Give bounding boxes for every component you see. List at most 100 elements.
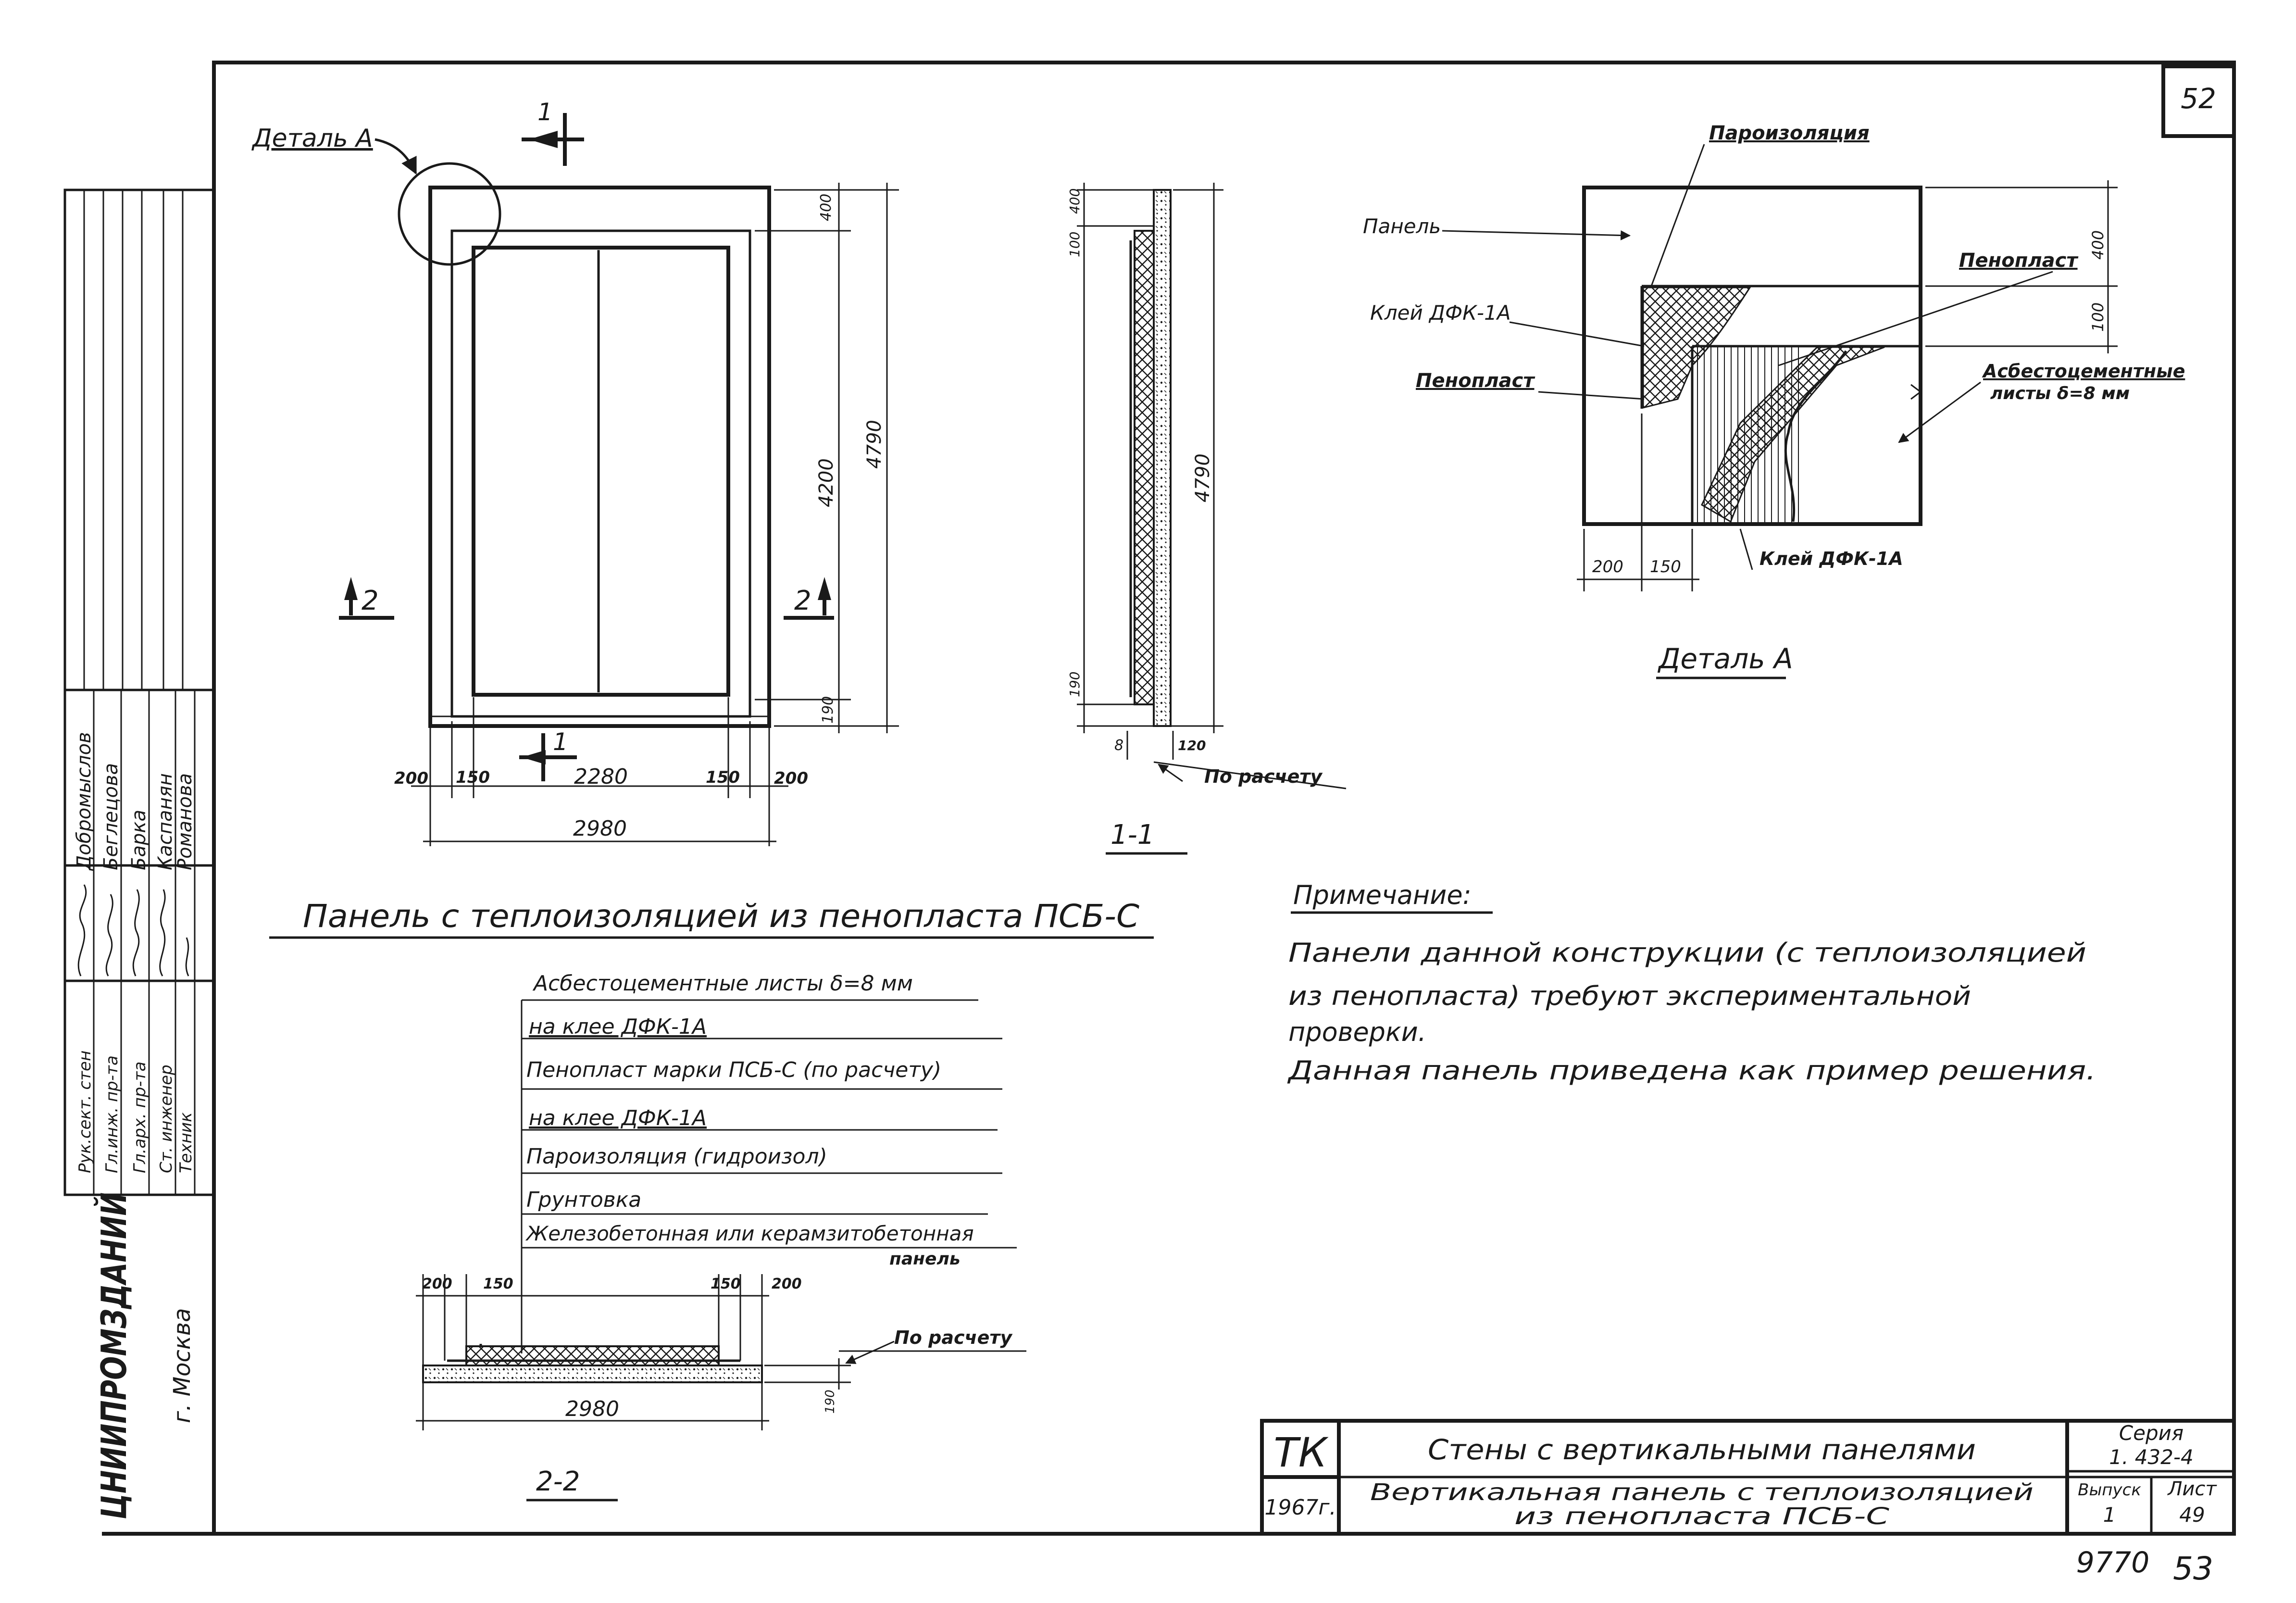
svg-text:1: 1	[537, 98, 553, 126]
section-2-2-note: По расчету	[894, 1327, 1013, 1348]
svg-text:2980: 2980	[573, 816, 627, 841]
title-sub-2: из пенопласта ПСБ-С	[1514, 1503, 1890, 1530]
svg-text:Пароизоляция: Пароизоляция	[1709, 122, 1870, 144]
note-line-1: Панели данной конструкции (с теплоизоляц…	[1288, 938, 2086, 968]
svg-text:2280: 2280	[574, 764, 628, 789]
section-1-1-label: 1-1	[1111, 819, 1154, 851]
svg-text:Асбестоцементные: Асбестоцементные	[1982, 361, 2185, 382]
svg-text:190: 190	[1067, 672, 1083, 697]
note-block: Примечание: Панели данной конструкции (с…	[1287, 880, 2096, 1086]
svg-text:100: 100	[1067, 232, 1083, 257]
stamp-name-2: Беглецова	[100, 763, 122, 870]
svg-text:Асбестоцементные листы δ=8 мм: Асбестоцементные листы δ=8 мм	[532, 971, 913, 996]
note-line-3: проверки.	[1288, 1017, 1426, 1047]
detail-a: Пароизоляция Панель Клей ДФК-1А Пеноплас…	[1363, 122, 2185, 679]
section-1-1-foam	[1134, 230, 1155, 705]
svg-text:150: 150	[456, 768, 490, 787]
section-2-2-foam	[465, 1345, 720, 1366]
stamp-signatures	[77, 884, 189, 977]
issue-label: Выпуск	[2078, 1480, 2141, 1500]
section-1-1-note: По расчету	[1204, 766, 1323, 787]
svg-text:1: 1	[553, 728, 568, 756]
svg-text:150: 150	[1650, 557, 1681, 576]
svg-text:Клей ДФК-1А: Клей ДФК-1А	[1370, 301, 1511, 325]
section-2-right-mark: 2	[784, 577, 834, 620]
svg-text:листы δ=8 мм: листы δ=8 мм	[1990, 384, 2130, 403]
sheet-number: 52	[2181, 82, 2216, 115]
sheet-value: 49	[2179, 1503, 2205, 1527]
note-heading: Примечание:	[1293, 880, 1472, 910]
title-tk: ТК	[1274, 1429, 1329, 1476]
stamp-organization: ЦНИИПРОМЗДАНИЙ	[94, 1192, 134, 1519]
svg-text:4790: 4790	[863, 420, 886, 469]
title-year: 1967г.	[1264, 1495, 1336, 1520]
svg-text:200: 200	[774, 769, 808, 788]
svg-text:200: 200	[1592, 557, 1623, 576]
section-2-2: Асбестоцементные листы δ=8 мм на клее ДФ…	[416, 971, 1026, 1502]
stamp-role-4: Ст. инженер	[157, 1064, 176, 1173]
svg-text:Пенопласт марки ПСБ-С (по расч: Пенопласт марки ПСБ-С (по расчету)	[526, 1058, 941, 1082]
panel-elevation: Деталь А 1 1 2 2	[251, 98, 1154, 939]
note-line-4: Данная панель приведена как пример решен…	[1287, 1055, 2096, 1086]
svg-text:190: 190	[820, 696, 836, 724]
section-1-1: 100 400 4790 190 8 120 По расчету 1-1	[1067, 183, 1347, 855]
section-1-1-concrete	[1153, 189, 1172, 727]
elevation-height-dims: 400 4200 4790 190	[755, 183, 899, 733]
svg-text:Пароизоляция (гидроизол): Пароизоляция (гидроизол)	[526, 1144, 827, 1169]
detail-a-title: Деталь А	[1657, 642, 1793, 675]
svg-text:2980: 2980	[565, 1397, 619, 1421]
title-main: Стены с вертикальными панелями	[1428, 1433, 1976, 1466]
svg-text:2: 2	[794, 585, 811, 616]
svg-text:400: 400	[818, 194, 835, 221]
svg-text:4790: 4790	[1192, 453, 1214, 502]
title-block: ТК 1967г. Стены с вертикальными панелями…	[1260, 1419, 2236, 1536]
stamp-role-2: Гл.инж. пр-та	[102, 1055, 122, 1173]
stamp-name-5: Романова	[174, 773, 196, 870]
svg-text:150: 150	[711, 1276, 741, 1292]
svg-text:Клей ДФК-1А: Клей ДФК-1А	[1759, 548, 1903, 569]
svg-text:2: 2	[362, 585, 379, 616]
svg-text:120: 120	[1178, 738, 1206, 753]
detail-a-callout: Деталь А	[251, 124, 373, 153]
bottom-page: 53	[2173, 1550, 2213, 1587]
note-line-2: из пенопласта) требуют экспериментальной	[1288, 981, 1971, 1011]
svg-text:Пенопласт: Пенопласт	[1959, 250, 2079, 272]
svg-text:Грунтовка: Грунтовка	[526, 1188, 641, 1212]
svg-text:150: 150	[483, 1276, 513, 1292]
svg-text:Панель: Панель	[1363, 214, 1441, 238]
svg-text:400: 400	[2089, 230, 2107, 260]
left-stamp: Рук.сект. стен Гл.инж. пр-та Гл.арх. пр-…	[63, 188, 215, 1519]
stamp-role-1: Рук.сект. стен	[75, 1051, 95, 1173]
svg-text:Пенопласт: Пенопласт	[1416, 370, 1535, 392]
elevation-title: Панель с теплоизоляцией из пенопласта ПС…	[303, 898, 1139, 935]
svg-text:Железобетонная или керамзитобе: Железобетонная или керамзитобетонная	[525, 1222, 974, 1245]
svg-text:200: 200	[772, 1276, 802, 1292]
stamp-city: г. Москва	[169, 1308, 196, 1423]
section-2-2-label: 2-2	[536, 1466, 580, 1497]
svg-text:на клее ДФК-1А: на клее ДФК-1А	[529, 1014, 707, 1039]
series-value: 1. 432-4	[2109, 1445, 2193, 1469]
svg-text:400: 400	[1067, 188, 1083, 214]
elevation-width-dims: 200 150 2280 150 200 2980	[394, 697, 808, 846]
svg-text:8: 8	[1114, 737, 1123, 754]
svg-text:на клее ДФК-1А: на клее ДФК-1А	[529, 1106, 707, 1130]
svg-text:100: 100	[2089, 302, 2107, 332]
svg-text:панель: панель	[889, 1249, 961, 1269]
svg-text:190: 190	[823, 1390, 837, 1414]
section-2-2-concrete	[422, 1365, 763, 1383]
stamp-role-5: Техник	[176, 1112, 196, 1173]
series-label: Серия	[2119, 1421, 2184, 1445]
detail-a-glue-top	[1642, 287, 1751, 409]
issue-value: 1	[2103, 1503, 2116, 1527]
bottom-code: 9770	[2076, 1546, 2150, 1579]
sheet-label: Лист	[2167, 1478, 2217, 1500]
svg-text:4200: 4200	[815, 458, 837, 507]
stamp-role-3: Гл.арх. пр-та	[130, 1062, 150, 1173]
stamp-name-3: Барка	[128, 810, 150, 870]
detail-a-circle	[398, 162, 501, 266]
section-1-bottom-mark: 1	[519, 728, 577, 781]
section-1-top-mark: 1	[522, 98, 584, 166]
section-2-left-mark: 2	[339, 577, 394, 620]
svg-text:200: 200	[422, 1276, 452, 1292]
